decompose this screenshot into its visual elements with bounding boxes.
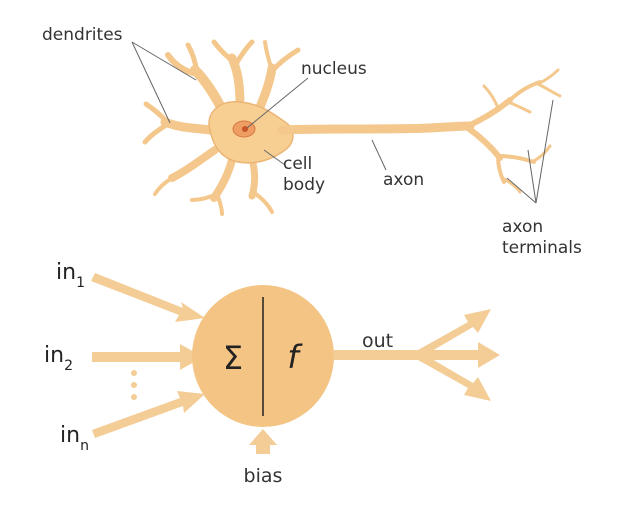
label-body: body [283,175,325,195]
input-arrow-n [92,391,205,438]
input-n-subscript: n [80,438,89,454]
input-label-2: in2 [44,343,73,374]
output-label: out [362,330,393,352]
input-2-subscript: 2 [64,358,73,374]
input-arrow-1 [91,273,205,322]
input-2-base: in [44,343,64,368]
label-axon-terminals-line1: axon [502,217,543,237]
label-axon: axon [383,170,424,190]
label-nucleus: nucleus [301,59,367,79]
axon-shape [277,121,475,135]
axon-terminal-branches [465,68,562,194]
input-n-base: in [60,423,80,448]
input-1-base: in [56,260,76,285]
label-axon-terminals-line2: terminals [502,238,582,258]
label-cell: cell [283,154,312,174]
bias-label: bias [244,465,283,487]
artificial-neuron: Σ f in1 in2 inn out bias [44,260,500,487]
output-arrow [334,309,500,401]
input-1-subscript: 1 [76,275,85,291]
input-arrow-2 [92,344,203,370]
ellipsis-dots [131,370,137,400]
sum-symbol: Σ [223,339,243,377]
bias-arrow [249,429,277,454]
dendrites [142,39,301,216]
input-label-1: in1 [56,260,85,291]
biological-neuron: dendrites nucleus cell body axon axon te… [42,25,582,258]
input-arrows [91,273,205,438]
label-pointer-lines [131,41,554,204]
input-label-n: inn [60,423,89,454]
label-dendrites: dendrites [42,25,123,45]
nucleus [232,120,256,138]
